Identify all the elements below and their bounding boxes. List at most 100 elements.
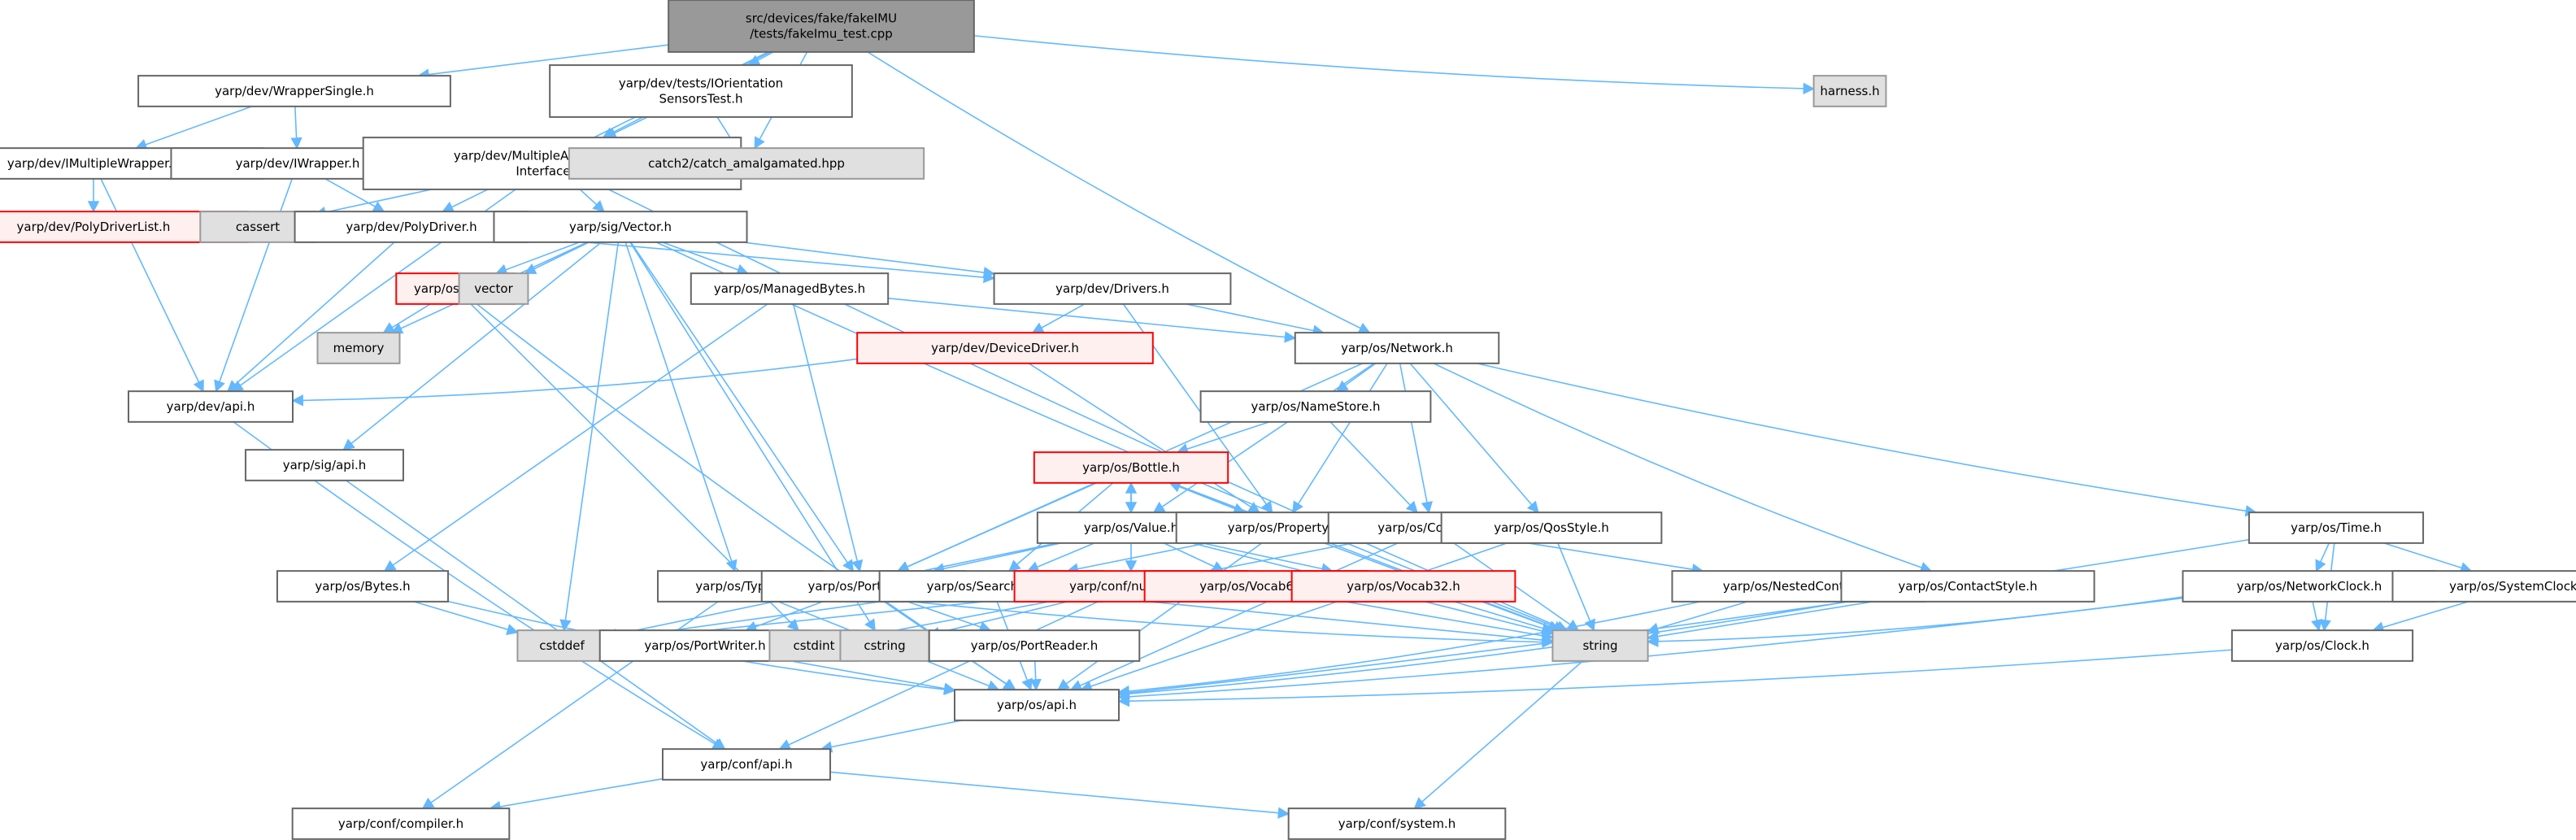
node-label: harness.h (1820, 84, 1879, 98)
edge-network-to-time (1477, 363, 2257, 517)
node-label: cstring (864, 638, 905, 653)
edge-vector_h-to-drivers (742, 242, 995, 279)
edge-masi-to-cassert (314, 189, 433, 219)
edge-devicedriver-to-property (1028, 363, 1261, 513)
node-string[interactable]: string (1551, 629, 1649, 662)
edge-networkclock-to-clock (2311, 601, 2323, 632)
node-harness[interactable]: harness.h (1812, 75, 1887, 107)
node-memory[interactable]: memory (316, 332, 401, 364)
edge-iwrapper-to-devapi (214, 178, 294, 393)
node-box (1440, 511, 1663, 544)
node-cstring[interactable]: cstring (839, 629, 930, 662)
node-sigapi[interactable]: yarp/sig/api.h (245, 449, 404, 481)
edge-network-to-value (1152, 363, 1375, 513)
node-namestore[interactable]: yarp/os/NameStore.h (1199, 390, 1432, 423)
edge-network-to-qosstyle (1409, 363, 1539, 514)
node-time[interactable]: yarp/os/Time.h (2247, 511, 2425, 544)
node-qosstyle[interactable]: yarp/os/QosStyle.h (1440, 511, 1663, 544)
node-drivers[interactable]: yarp/dev/Drivers.h (993, 272, 1232, 305)
edge-polydriver-to-devapi (226, 242, 395, 393)
node-label: src/devices/fake/fakeIMU (746, 11, 897, 26)
node-label: yarp/dev/tests/IOrientation (619, 76, 783, 91)
node-vector_h[interactable]: yarp/sig/Vector.h (493, 211, 748, 243)
node-confapi[interactable]: yarp/conf/api.h (661, 748, 832, 781)
node-vocab32[interactable]: yarp/os/Vocab32.h (1290, 570, 1516, 603)
edge-masi-to-vector_h (579, 189, 605, 213)
node-label: yarp/os/Network.h (1341, 341, 1453, 355)
node-box (568, 147, 925, 180)
node-systemclock[interactable]: yarp/os/SystemClock.h (2391, 570, 2576, 603)
edge-network-to-property (1292, 363, 1388, 514)
node-box (661, 748, 832, 781)
node-box (245, 449, 404, 481)
node-clock[interactable]: yarp/os/Clock.h (2230, 629, 2414, 662)
edge-time-to-osapi (1117, 538, 2250, 699)
edge-contact-to-nestedcontact (1527, 542, 1704, 576)
node-label: yarp/os/Property.h (1228, 520, 1338, 535)
node-devicedriver[interactable]: yarp/dev/DeviceDriver.h (856, 332, 1154, 364)
node-label: yarp/dev/api.h (167, 399, 255, 414)
edge-drivers-to-property (1122, 303, 1273, 514)
edge-contactstyle-to-string (1647, 601, 1873, 642)
node-box (1840, 570, 2095, 603)
node-catch2[interactable]: catch2/catch_amalgamated.hpp (568, 147, 925, 180)
node-box (1033, 451, 1229, 484)
node-managedbytes[interactable]: yarp/os/ManagedBytes.h (690, 272, 890, 305)
node-label: cassert (236, 220, 280, 234)
node-polydriver[interactable]: yarp/dev/PolyDriver.h (294, 211, 529, 243)
node-label: yarp/os/QosStyle.h (1494, 520, 1609, 535)
node-label: yarp/os/NetworkClock.h (2237, 579, 2382, 594)
edge-devicedriver-to-devapi (291, 358, 858, 407)
node-box (276, 570, 450, 603)
edge-bottle-to-portable (897, 482, 1097, 572)
edge-portable-to-portreader (907, 601, 992, 633)
edge-vector_h-to-vector (524, 242, 590, 274)
node-compiler[interactable]: yarp/conf/compiler.h (291, 807, 511, 840)
edge-nestedcontact-to-string (1647, 601, 1748, 634)
edge-log-to-memory (382, 303, 431, 333)
node-label: catch2/catch_amalgamated.hpp (648, 156, 845, 172)
edge-vector_h-to-managedbytes (662, 242, 749, 276)
node-label: /tests/fakeImu_test.cpp (750, 27, 893, 42)
edge-type-to-string (821, 591, 1554, 648)
node-wrappersingle[interactable]: yarp/dev/WrapperSingle.h (137, 75, 451, 107)
node-box (458, 272, 529, 305)
node-box (1812, 75, 1887, 107)
edge-confapi-to-system (829, 771, 1290, 819)
node-box (1294, 332, 1500, 364)
node-devapi[interactable]: yarp/dev/api.h (128, 390, 294, 423)
node-portreader[interactable]: yarp/os/PortReader.h (928, 629, 1141, 662)
node-vector[interactable]: vector (458, 272, 529, 305)
node-contactstyle[interactable]: yarp/os/ContactStyle.h (1840, 570, 2095, 603)
node-osapi[interactable]: yarp/os/api.h (954, 689, 1120, 721)
edge-value-to-portable (932, 542, 1062, 575)
edge-polydriver-to-drivers (528, 236, 995, 284)
node-box (2247, 511, 2425, 544)
node-root[interactable]: src/devices/fake/fakeIMU/tests/fakeImu_t… (668, 0, 975, 53)
node-box (549, 64, 853, 118)
node-bottle[interactable]: yarp/os/Bottle.h (1033, 451, 1229, 484)
node-label: yarp/dev/DeviceDriver.h (931, 341, 1079, 355)
edge-root-to-wrappersingle (417, 44, 669, 81)
node-box (2230, 629, 2414, 662)
node-label: yarp/os/NameStore.h (1251, 399, 1380, 414)
node-masi[interactable]: yarp/dev/MultipleAnalogSensorsInterfaces… (362, 137, 742, 190)
edge-managedbytes-to-bytes (383, 303, 768, 572)
edge-property-to-osapi (1057, 542, 1263, 690)
node-bytes[interactable]: yarp/os/Bytes.h (276, 570, 450, 603)
node-cstddef[interactable]: cstddef (516, 629, 607, 662)
node-network[interactable]: yarp/os/Network.h (1294, 332, 1500, 364)
node-box (316, 332, 401, 364)
edge-property-to-searchable (1066, 542, 1208, 575)
node-label: yarp/dev/PolyDriverList.h (17, 220, 171, 234)
node-system[interactable]: yarp/conf/system.h (1287, 807, 1507, 840)
node-box (1551, 629, 1649, 662)
edge-imultiplewrapper-to-devapi (100, 178, 204, 393)
edge-osapi-to-confapi (820, 720, 962, 753)
edge-vocab64-to-string (1345, 601, 1554, 642)
edge-network-to-contact (1399, 363, 1433, 514)
edge-value-to-vocab32 (1202, 542, 1334, 575)
